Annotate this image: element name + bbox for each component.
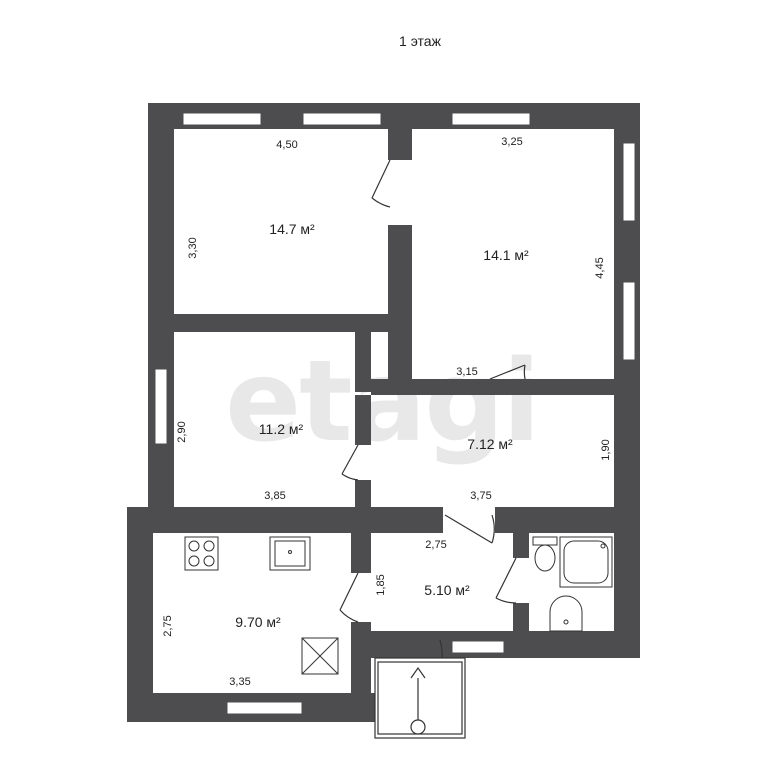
watermark-logo: etagi: [225, 337, 539, 467]
room-area-label: 5.10 м²: [424, 582, 470, 598]
room-area-label: 11.2 м²: [259, 421, 304, 437]
kitchen-sink-icon: [269, 536, 311, 571]
room-area-label: 14.7 м²: [269, 221, 315, 237]
dimension-label: 3,15: [456, 366, 477, 378]
dimension-label: 2,90: [176, 421, 188, 442]
entrance-stairs: [374, 657, 466, 739]
dimension-label: 3,75: [470, 490, 491, 502]
dimension-label: 3,35: [229, 676, 250, 688]
dimension-label: 3,30: [187, 237, 199, 258]
dimension-label: 4,45: [594, 257, 606, 278]
dimension-label: 3,25: [501, 136, 522, 148]
shower-icon: [559, 536, 613, 588]
dimension-label: 2,75: [162, 615, 174, 636]
toilet-icon: [532, 536, 558, 572]
floor-title: 1 этаж: [399, 33, 442, 49]
windows: [154, 112, 636, 715]
doors: [339, 159, 526, 671]
dimension-label: 2,75: [425, 539, 446, 551]
washbasin-icon: [549, 595, 583, 632]
room-area-label: 14.1 м²: [483, 247, 529, 263]
room-area-label: 9.70 м²: [235, 614, 281, 630]
room-area-label: 7.12 м²: [467, 436, 513, 452]
chimney-icon: [301, 637, 339, 675]
dimension-label: 1,90: [600, 439, 612, 460]
dimension-label: 3,85: [264, 490, 285, 502]
stove-icon: [184, 536, 219, 571]
dimension-label: 4,50: [276, 139, 297, 151]
dimension-label: 1,85: [375, 574, 387, 595]
